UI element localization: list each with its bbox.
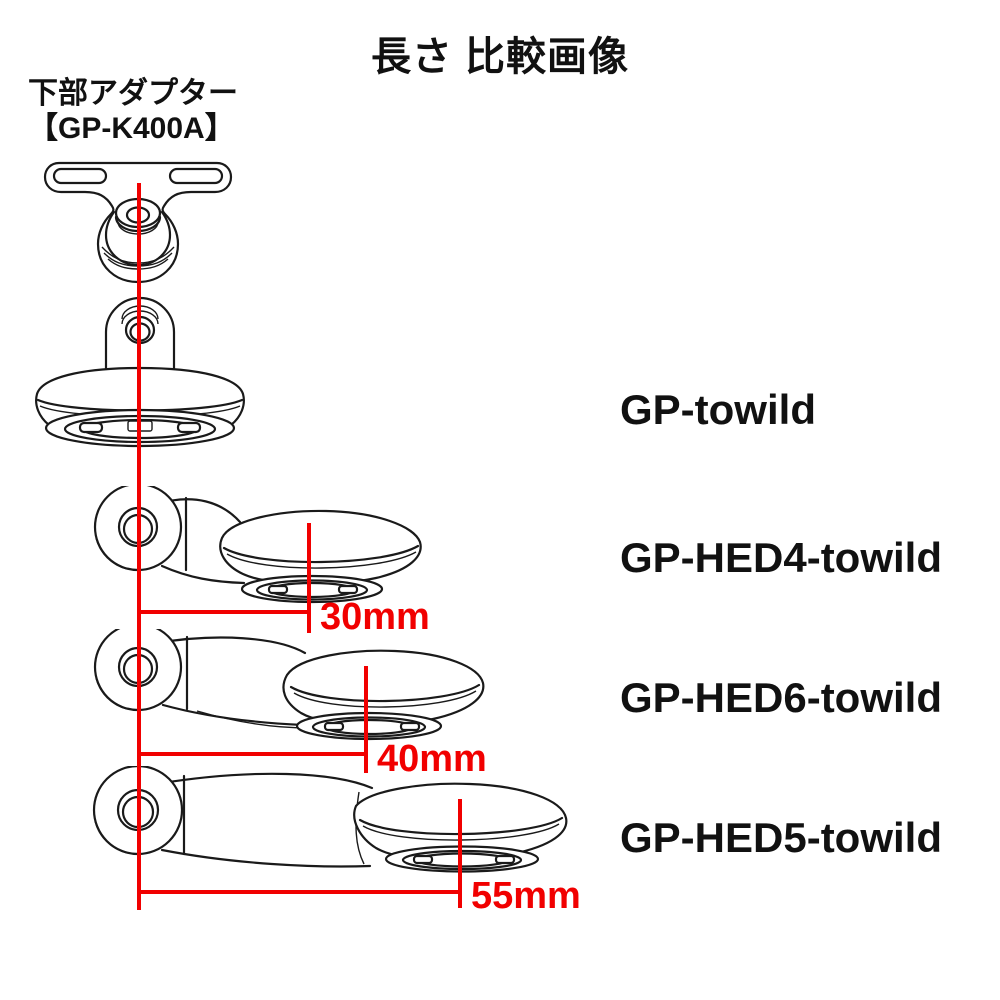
hed5-dimension-line <box>137 890 462 894</box>
center-axis-line <box>137 183 141 910</box>
hed4-length-label: 30mm <box>320 596 430 638</box>
product-label-gp-hed4-towild: GP-HED4-towild <box>620 534 942 581</box>
hed6-length-label: 40mm <box>377 738 487 780</box>
adapter-label-line2: 【GP-K400A】 <box>28 112 235 145</box>
hed5-extent-line <box>458 799 462 908</box>
page-title: 長さ 比較画像 <box>370 35 630 79</box>
adapter-label-line1: 下部アダプター <box>28 77 238 110</box>
gp-hed6-drawing-icon <box>93 629 485 741</box>
hed4-dimension-line <box>137 610 311 614</box>
gp-hed4-drawing-icon <box>93 486 422 604</box>
product-label-gp-towild: GP-towild <box>620 386 816 433</box>
hed4-extent-line <box>307 523 311 633</box>
adapter-label: 下部アダプター 【GP-K400A】 <box>28 76 238 146</box>
hed6-extent-line <box>364 666 368 773</box>
hed5-length-label: 55mm <box>471 875 581 917</box>
product-label-gp-hed6-towild: GP-HED6-towild <box>620 674 942 721</box>
hed6-dimension-line <box>137 752 368 756</box>
gp-hed5-drawing-icon <box>92 766 568 873</box>
product-label-gp-hed5-towild: GP-HED5-towild <box>620 814 942 861</box>
